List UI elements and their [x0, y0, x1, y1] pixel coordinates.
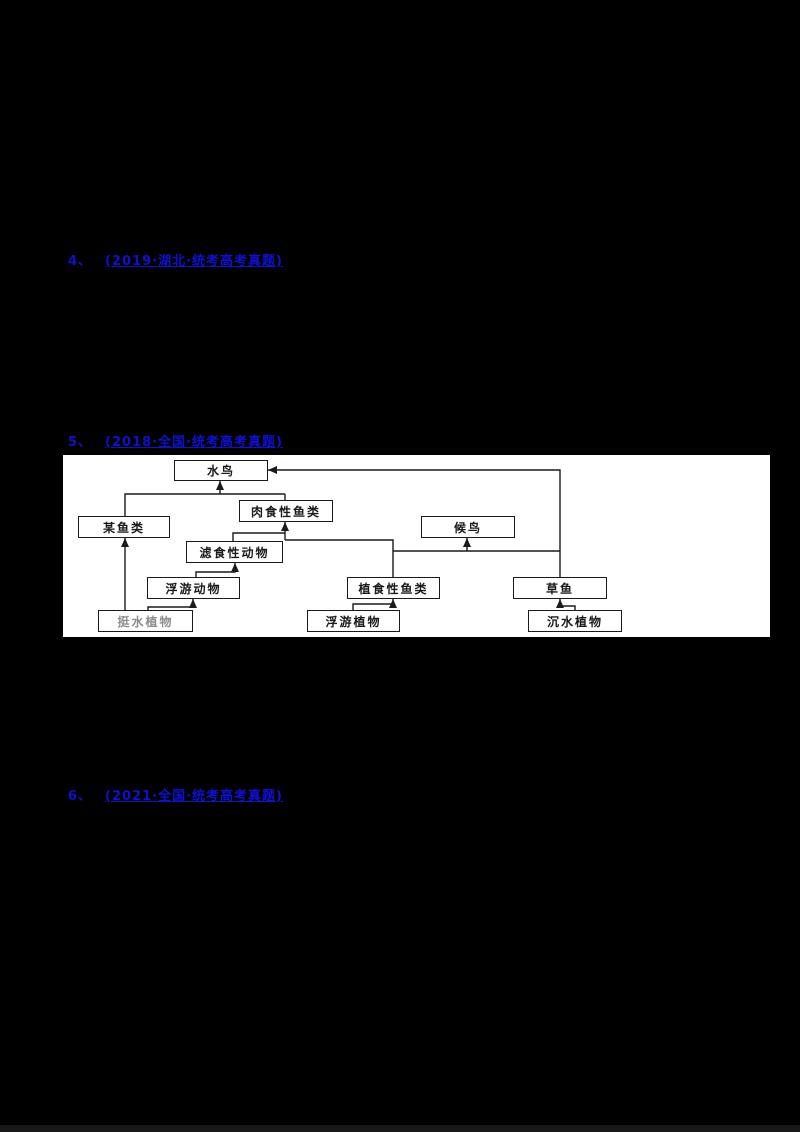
food-web-diagram-panel: 水鸟肉食性鱼类某鱼类 候鸟滤食性动物浮游动物 植食性鱼类 草鱼挺水植物 浮游植物 沉水植物: [63, 455, 770, 637]
page-bottom-strip: [0, 1125, 800, 1132]
food-web-edges-layer: [121, 466, 576, 610]
question-number: 4、: [68, 254, 93, 269]
food-web-edge-line: [124, 493, 285, 516]
food-web-edge-line: [232, 532, 285, 541]
food-web-arrowhead: [231, 563, 239, 572]
food-web-node-fuyouzhiwu: 浮游植物: [307, 610, 400, 632]
food-web-edge-line: [195, 563, 236, 577]
food-web-node-zhishixing: 植食性鱼类: [347, 577, 440, 599]
food-web-arrowhead: [389, 599, 397, 608]
food-web-edge-line: [268, 469, 561, 577]
question-number: 5、: [68, 435, 93, 450]
food-web-node-shuiniao: 水鸟: [174, 460, 268, 481]
food-web-node-lvshixing: 滤食性动物: [186, 541, 283, 563]
food-web-edge-line: [352, 599, 394, 610]
food-web-arrowhead: [189, 599, 197, 608]
food-web-node-chenshui: 沉水植物: [528, 610, 622, 632]
food-web-edge-line: [285, 539, 394, 577]
food-web-edge-line: [147, 599, 194, 610]
food-web-arrowhead: [281, 522, 289, 531]
food-web-node-tingshui: 挺水植物: [98, 610, 193, 632]
question-source-link[interactable]: (2021·全国·统考高考真题): [105, 789, 283, 804]
food-web-arrowhead: [216, 481, 224, 490]
question-heading-2: 5、 (2018·全国·统考高考真题): [68, 431, 283, 450]
food-web-arrowhead: [463, 538, 471, 547]
food-web-node-caoyu: 草鱼: [513, 577, 607, 599]
food-web-node-roushixing: 肉食性鱼类: [239, 500, 333, 522]
question-heading-3: 6、 (2021·全国·统考高考真题): [68, 785, 283, 804]
food-web-arrowhead: [121, 538, 129, 547]
question-source-link[interactable]: (2019·湖北·统考高考真题): [105, 254, 283, 269]
food-web-node-fuyoudongwu: 浮游动物: [147, 577, 240, 599]
food-web-node-mouyulei: 某鱼类: [78, 516, 170, 538]
food-web-arrowhead: [556, 599, 564, 608]
question-source-link[interactable]: (2018·全国·统考高考真题): [105, 435, 283, 450]
question-number: 6、: [68, 789, 93, 804]
question-heading-1: 4、 (2019·湖北·统考高考真题): [68, 250, 283, 269]
food-web-node-houniao: 候鸟: [421, 516, 515, 538]
food-web-arrowhead: [268, 466, 277, 474]
